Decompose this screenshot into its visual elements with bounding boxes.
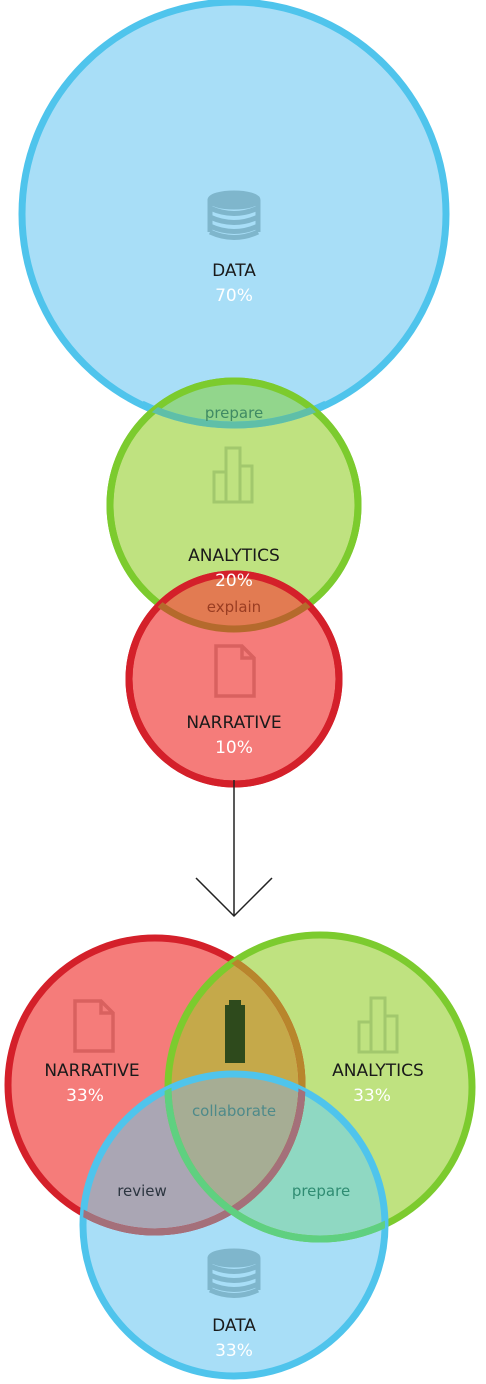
bottom-analytics-percent: 33% <box>353 1086 391 1106</box>
top-overlap-label-prepare: prepare <box>205 404 263 422</box>
database-icon <box>207 190 261 240</box>
bottom-narrative-percent: 33% <box>66 1086 104 1106</box>
top-data-percent: 70% <box>215 286 253 306</box>
top-analytics-percent: 20% <box>215 571 253 591</box>
bottom-diagram: NARRATIVE 33% ANALYTICS 33% collaborate … <box>4 931 476 1380</box>
document-icon <box>73 999 115 1053</box>
bar-chart-icon <box>212 446 254 504</box>
top-analytics-label: ANALYTICS <box>188 546 280 566</box>
bottom-overlap-label-prepare: prepare <box>292 1182 350 1200</box>
top-overlap-label-explain: explain <box>207 598 261 616</box>
bottom-data-percent: 33% <box>215 1341 253 1361</box>
bottom-narrative-arc-in-analytics <box>168 935 306 1236</box>
top-analytics-arc-inside <box>129 574 339 633</box>
database-icon <box>207 1248 261 1298</box>
document-icon <box>214 644 256 698</box>
bottom-overlap-label-review: review <box>117 1182 167 1200</box>
bottom-overlap-label-collaborate: collaborate <box>192 1102 276 1120</box>
top-narrative-label: NARRATIVE <box>186 713 281 733</box>
bar-chart-icon <box>357 996 399 1054</box>
arrow-down-icon <box>195 780 273 918</box>
bottom-analytics-label: ANALYTICS <box>332 1061 424 1081</box>
bottom-data-label: DATA <box>212 1316 256 1336</box>
bottom-narrative-label: NARRATIVE <box>44 1061 139 1081</box>
battery-icon <box>225 1000 245 1063</box>
top-data-arc-inside <box>140 400 328 429</box>
top-narrative-percent: 10% <box>215 738 253 758</box>
top-diagram: DATA 70% prepare ANALYTICS 20% explain N… <box>18 0 450 788</box>
top-data-label: DATA <box>212 261 256 281</box>
